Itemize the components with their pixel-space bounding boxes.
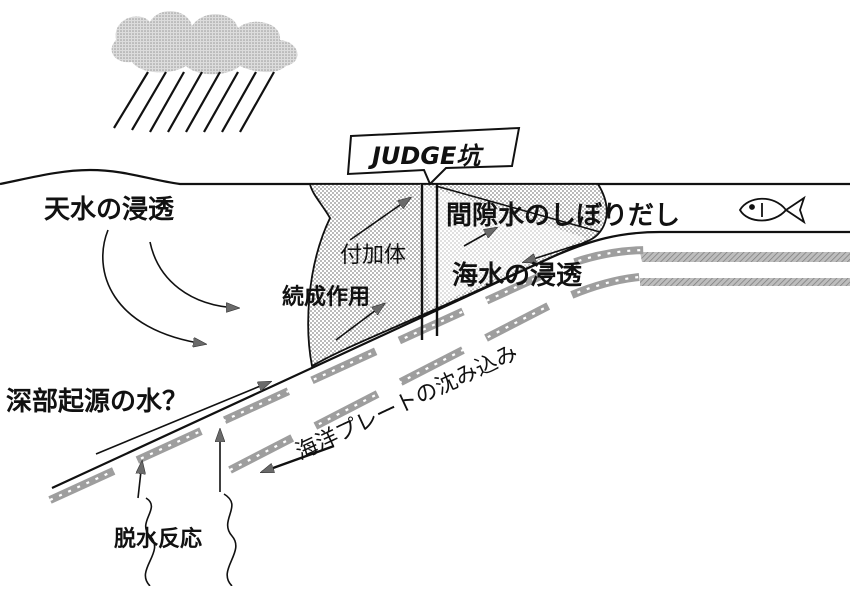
rain-streaks [113,71,275,133]
prism-upflow-arrow-2 [335,304,384,341]
judge-borehole-label: JUDGE坑 [368,142,484,170]
judge-borehole [420,184,439,340]
dehydration-wavy-lines [144,493,237,587]
subduction-direction-arrow [262,444,335,474]
rain-infiltration-arrow-1 [102,229,205,344]
accretionary-prism-label: 付加体 [340,243,406,268]
pore-water-squeeze-label: 間隙水のしぼりだし [446,201,680,231]
dehydration-reaction-label: 脱水反応 [114,526,202,552]
flow-arrows [95,198,581,499]
judge-callout: JUDGE坑 [346,126,521,186]
prism-front-edge [435,185,601,233]
seawater-infiltration-label: 海水の浸透 [452,261,583,291]
rain-infiltration-label: 天水の浸透 [44,195,175,225]
pore-water-arrow [463,228,496,247]
land-surface-line [0,168,850,186]
deep-water-arrow [95,382,270,455]
dehydration-arrow-1 [138,462,142,499]
diagenesis-label: 続成作用 [282,284,370,310]
plate-top-line [51,230,850,489]
rain-infiltration-arrow-2 [149,241,238,308]
prism-inner-region [420,184,586,308]
plate-band-gaps [49,248,661,502]
seawater-infiltration-arrow [524,243,581,262]
plate-hatch-band-lower [640,278,850,286]
fish-icon [738,195,806,225]
deep-origin-water-label: 深部起源の水？ [6,387,188,417]
plate-hatch-band [640,252,850,262]
prism-upflow-arrow-1 [349,198,410,241]
rain-cloud-icon [111,11,298,75]
